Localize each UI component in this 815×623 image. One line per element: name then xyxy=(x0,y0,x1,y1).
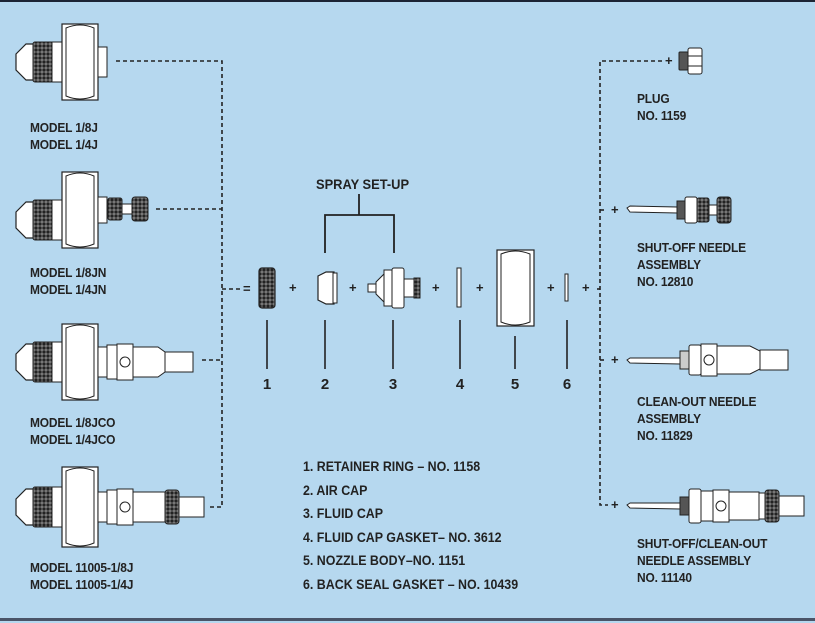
model-3-nozzle-drawing xyxy=(15,323,194,401)
option-label-line: SHUT-OFF NEEDLE xyxy=(637,240,746,255)
part-number-1: 1 xyxy=(262,376,272,393)
part-5-nozzle-body xyxy=(496,249,535,327)
legend-item: 4. FLUID CAP GASKET– NO. 3612 xyxy=(303,529,502,545)
part-leader-lines xyxy=(266,320,568,369)
part-number-5: 5 xyxy=(510,376,520,393)
model-2-nozzle-drawing xyxy=(15,171,149,249)
option-label-shut-off-needle: SHUT-OFF NEEDLE ASSEMBLY NO. 12810 xyxy=(637,239,746,290)
spray-setup-title: SPRAY SET-UP xyxy=(316,176,410,192)
model-label-3: MODEL 1/8JCO MODEL 1/4JCO xyxy=(30,414,115,448)
plus-operator: + xyxy=(547,280,555,295)
legend-item: 6. BACK SEAL GASKET – NO. 10439 xyxy=(303,576,519,592)
legend-item: 3. FLUID CAP xyxy=(303,506,384,521)
plus-operator: + xyxy=(582,280,590,295)
plus-operator: + xyxy=(611,202,619,217)
model-label-4: MODEL 11005-1/8J MODEL 11005-1/4J xyxy=(30,559,133,593)
legend-item: 5. NOZZLE BODY–NO. 1151 xyxy=(303,553,466,568)
plus-operator: + xyxy=(432,280,440,295)
option-label-line: NO. 1159 xyxy=(637,108,687,123)
part-1-retainer-ring xyxy=(258,267,276,309)
option-label-line: CLEAN-OUT NEEDLE xyxy=(637,394,757,409)
legend-item: 2. AIR CAP xyxy=(303,482,368,498)
shut-off-needle-drawing xyxy=(626,196,732,224)
option-label-line: PLUG xyxy=(637,91,670,106)
part-2-air-cap xyxy=(317,271,338,305)
plus-operator: + xyxy=(611,497,619,512)
model-label-line: MODEL 1/4J xyxy=(30,137,98,152)
option-label-line: NEEDLE ASSEMBLY xyxy=(637,553,751,568)
plug-drawing xyxy=(678,47,703,75)
option-label-shut-off-clean-out-needle: SHUT-OFF/CLEAN-OUT NEEDLE ASSEMBLY NO. 1… xyxy=(637,535,767,586)
model-label-2: MODEL 1/8JN MODEL 1/4JN xyxy=(30,264,106,298)
option-label-line: SHUT-OFF/CLEAN-OUT xyxy=(637,536,768,551)
model-label-line: MODEL 11005-1/4J xyxy=(30,577,134,592)
part-number-4: 4 xyxy=(455,376,465,393)
model-label-line: MODEL 1/8JN xyxy=(30,265,107,280)
legend-item: 1. RETAINER RING – NO. 1158 xyxy=(303,459,481,474)
option-label-clean-out-needle: CLEAN-OUT NEEDLE ASSEMBLY NO. 11829 xyxy=(637,393,757,444)
plus-operator: + xyxy=(611,352,619,367)
model-1-nozzle-drawing xyxy=(15,23,108,101)
left-dashed-connectors xyxy=(116,60,242,508)
part-number-3: 3 xyxy=(388,376,398,393)
shut-off-clean-out-needle-drawing xyxy=(626,488,805,524)
part-6-back-seal-gasket xyxy=(564,273,569,302)
model-label-line: MODEL 1/8JCO xyxy=(30,415,116,430)
model-label-line: MODEL 1/4JCO xyxy=(30,432,116,447)
option-label-line: NO. 12810 xyxy=(637,274,694,289)
plus-operator: + xyxy=(476,280,484,295)
model-label-line: MODEL 1/4JN xyxy=(30,282,107,297)
parts-legend: 1. RETAINER RING – NO. 1158 2. AIR CAP 3… xyxy=(303,455,518,596)
equals-operator: = xyxy=(243,281,251,296)
part-3-fluid-cap xyxy=(367,267,421,309)
model-label-line: MODEL 11005-1/8J xyxy=(30,560,134,575)
clean-out-needle-drawing xyxy=(626,343,789,377)
part-number-2: 2 xyxy=(320,376,330,393)
option-label-plug: PLUG NO. 1159 xyxy=(637,90,686,124)
plus-operator: + xyxy=(289,280,297,295)
model-label-line: MODEL 1/8J xyxy=(30,120,98,135)
plus-operator: + xyxy=(349,280,357,295)
option-label-line: ASSEMBLY xyxy=(637,257,701,272)
option-label-line: ASSEMBLY xyxy=(637,411,701,426)
part-number-6: 6 xyxy=(562,376,572,393)
option-label-line: NO. 11829 xyxy=(637,428,693,443)
spray-setup-bracket xyxy=(324,194,395,253)
option-label-line: NO. 11140 xyxy=(637,570,692,585)
plus-operator: + xyxy=(665,53,673,68)
right-dashed-connectors xyxy=(597,60,662,506)
model-label-1: MODEL 1/8J MODEL 1/4J xyxy=(30,119,98,153)
part-4-fluid-cap-gasket xyxy=(456,267,462,308)
model-4-nozzle-drawing xyxy=(15,466,205,548)
